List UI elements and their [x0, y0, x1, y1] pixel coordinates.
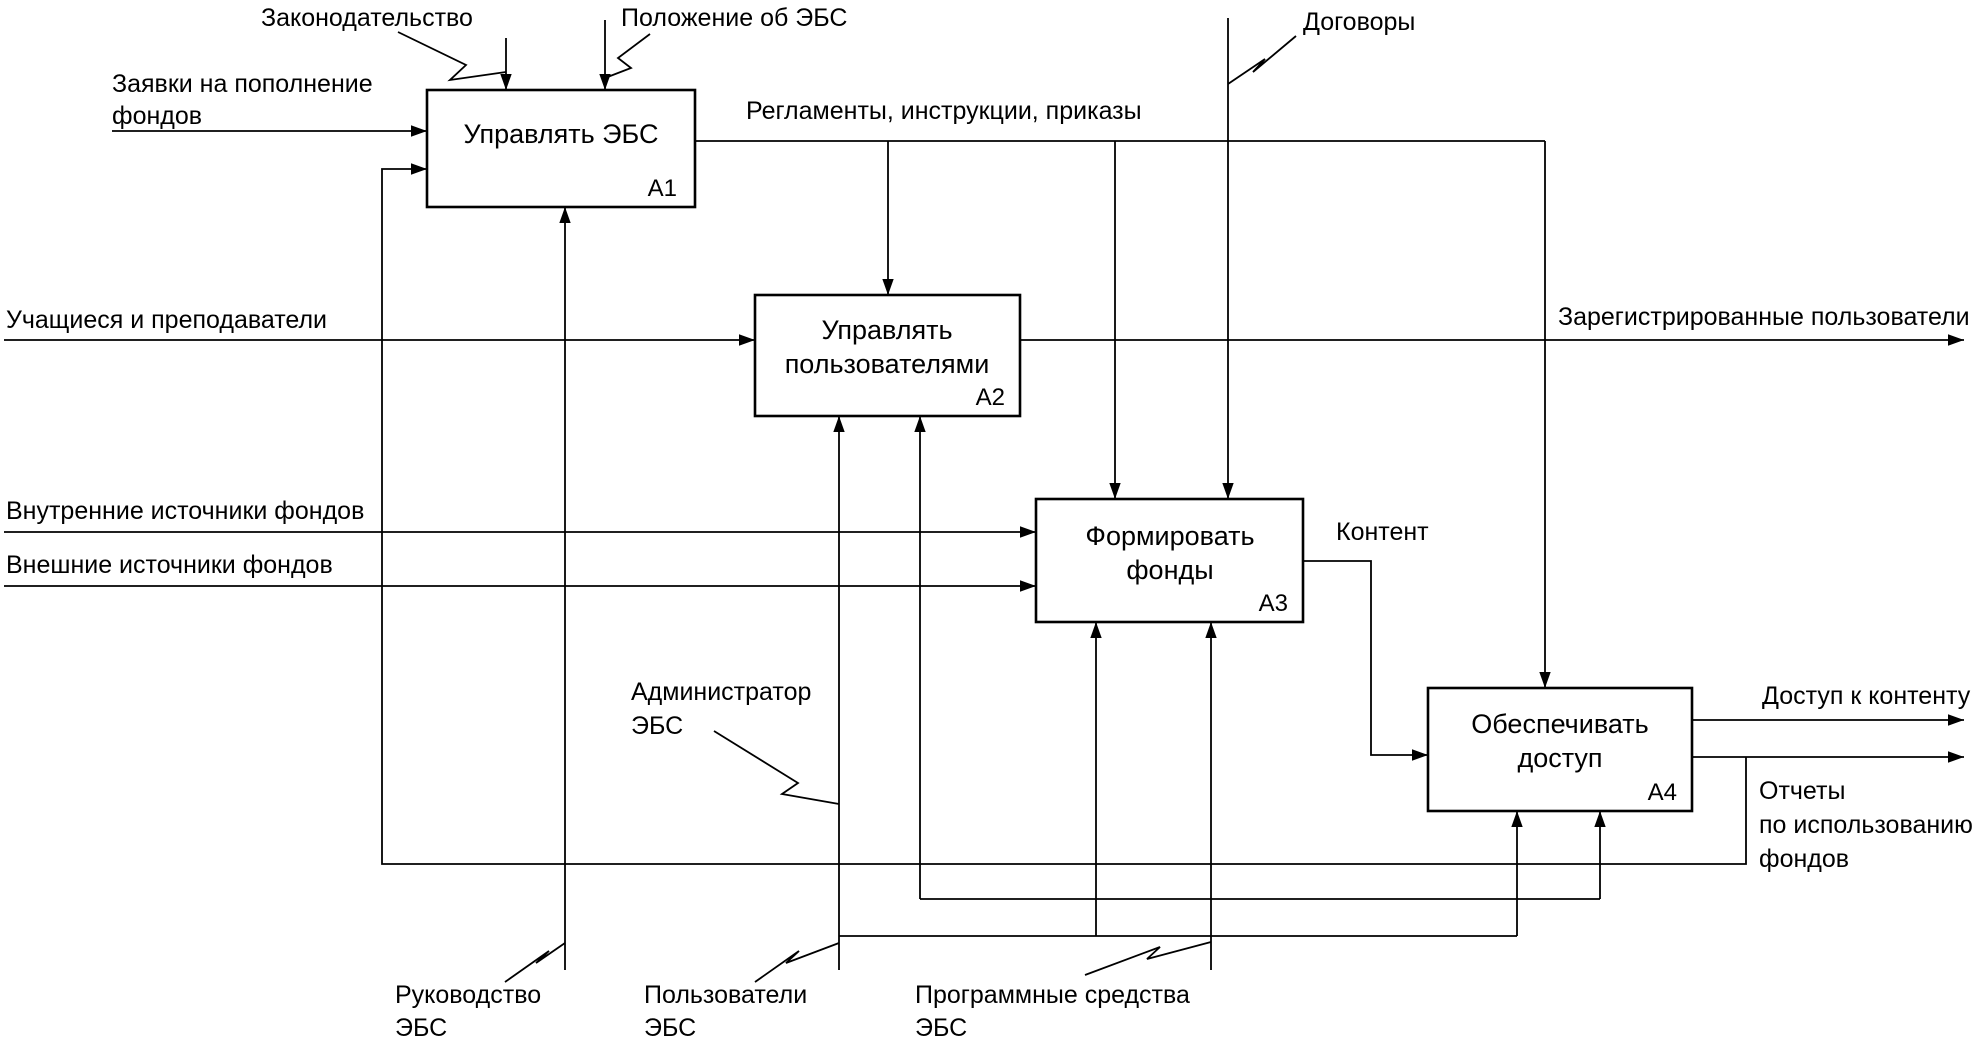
label-administrator-line2: ЭБС — [631, 712, 683, 740]
label-students: Учащиеся и преподаватели — [6, 306, 327, 334]
label-external-sources: Внешние источники фондов — [6, 551, 333, 579]
label-management-line2: ЭБС — [395, 1014, 447, 1039]
label-layer: Законодательство Положение об ЭБС Догово… — [6, 4, 1972, 1039]
activity-a2-code: A2 — [976, 384, 1005, 411]
zigzag-contracts — [1227, 35, 1297, 85]
activity-a2-title-line2: пользователями — [785, 349, 990, 379]
label-software-line1: Программные средства — [915, 981, 1190, 1009]
label-users-line2: ЭБС — [644, 1014, 696, 1039]
label-administrator-line1: Администратор — [631, 678, 811, 706]
label-registered-users: Зарегистрированные пользователи — [1558, 303, 1970, 331]
label-reports-line3: фондов — [1759, 845, 1849, 873]
activity-box-a1: Управлять ЭБС A1 — [425, 88, 697, 209]
activity-box-a4-rect — [1426, 686, 1694, 813]
label-requests-line2: фондов — [112, 102, 202, 130]
activity-a2-title-line1: Управлять — [821, 315, 952, 345]
zigzag-legislation — [397, 31, 507, 82]
label-users-line1: Пользователи — [644, 981, 807, 1009]
activity-box-a2: Управлять пользователями A2 — [753, 293, 1022, 418]
label-reports-line2: по использованию — [1759, 811, 1972, 839]
label-contracts: Договоры — [1303, 8, 1415, 36]
label-regulation-ebs: Положение об ЭБС — [621, 4, 847, 32]
activity-a1-code: A1 — [648, 175, 677, 202]
label-reglaments: Регламенты, инструкции, приказы — [746, 97, 1142, 125]
label-management-line1: Руководство — [395, 981, 541, 1009]
activity-a4-title-line2: доступ — [1517, 743, 1602, 773]
zigzag-regulation — [604, 33, 651, 79]
arrow-reports-feedback-to-a1 — [381, 163, 1747, 865]
activity-a4-code: A4 — [1648, 779, 1677, 806]
activity-a1-title: Управлять ЭБС — [464, 119, 659, 149]
activity-box-a1-rect — [425, 88, 697, 209]
zigzag-administrator — [713, 730, 840, 805]
arrow-content-to-a4 — [1303, 560, 1428, 761]
label-content: Контент — [1336, 518, 1429, 546]
activity-box-a4: Обеспечивать доступ A4 — [1426, 686, 1694, 813]
activity-a3-title-line2: фонды — [1126, 555, 1213, 585]
activity-box-a2-rect — [753, 293, 1022, 418]
zigzag-users — [754, 942, 840, 983]
activity-box-a3: Формировать фонды A3 — [1034, 497, 1305, 624]
activity-a3-title-line1: Формировать — [1085, 521, 1254, 551]
label-access-to-content: Доступ к контенту — [1762, 682, 1971, 710]
label-requests-line1: Заявки на пополнение — [112, 70, 373, 98]
label-internal-sources: Внутренние источники фондов — [6, 497, 364, 525]
arrow-layer — [4, 18, 1964, 983]
activity-a4-title-line1: Обеспечивать — [1471, 709, 1648, 739]
zigzag-management — [504, 942, 566, 983]
label-legislation: Законодательство — [261, 4, 473, 32]
activity-a3-code: A3 — [1259, 590, 1288, 617]
label-software-line2: ЭБС — [915, 1014, 967, 1039]
activity-box-a3-rect — [1034, 497, 1305, 624]
label-reports-line1: Отчеты — [1759, 777, 1845, 805]
zigzag-software — [1084, 941, 1212, 976]
